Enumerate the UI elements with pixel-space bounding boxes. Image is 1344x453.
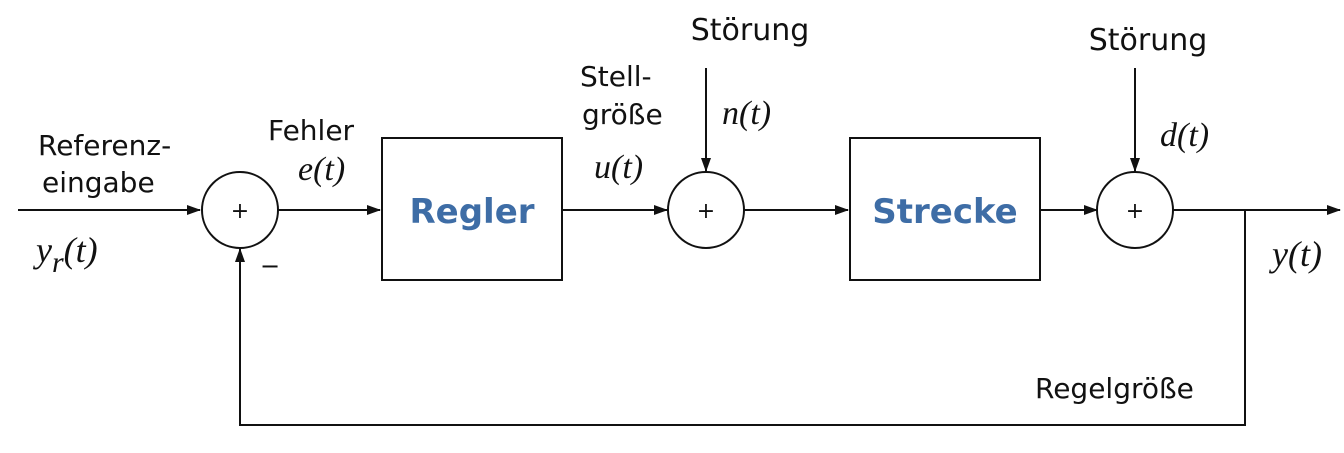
plant-block [849,137,1041,281]
sum2-plus-sign: + [697,199,715,224]
disturbance1-variable: n(t) [722,95,771,132]
reference-variable: yr(t) [33,230,98,279]
control-variable: u(t) [594,149,643,186]
reference-label-line1: Referenz- [38,129,171,162]
sum1-plus-sign: + [231,199,249,224]
control-label-line2: größe [582,98,663,131]
plant-label: Strecke [872,192,1017,232]
controller-block [381,137,563,281]
output-variable: y(t) [1269,234,1322,274]
sum3-plus-sign: + [1126,199,1144,224]
control-label-line1: Stell- [580,60,652,93]
error-label: Fehler [268,114,355,147]
feedback-label: Regelgröße [1035,372,1194,405]
disturbance2-variable: d(t) [1160,117,1209,154]
error-variable: e(t) [298,151,345,188]
controller-label: Regler [409,192,534,232]
disturbance1-label: Störung [691,13,810,48]
reference-label-line2: eingabe [42,166,155,199]
sum1-minus-sign: − [260,252,280,280]
disturbance2-label: Störung [1089,23,1208,58]
feedback-path [235,210,1246,426]
